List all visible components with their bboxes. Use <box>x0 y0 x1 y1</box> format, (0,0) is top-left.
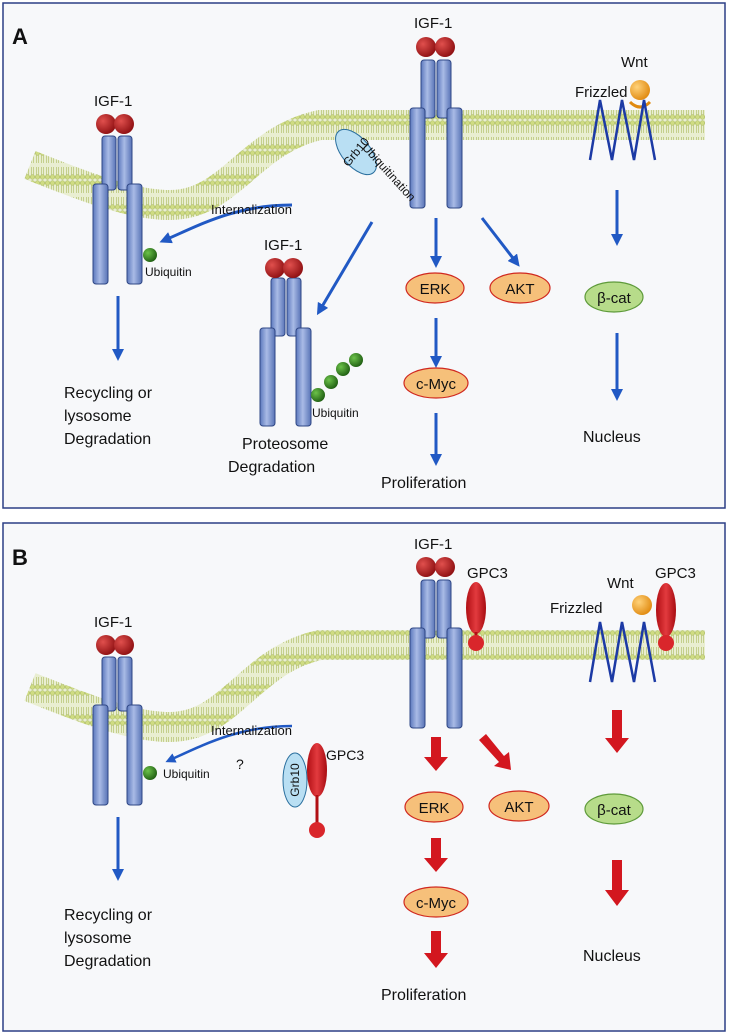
akt-label: AKT <box>505 281 534 298</box>
polyubiquitin-chain <box>311 353 363 402</box>
internalization-arrow <box>165 724 293 763</box>
igf1-receptor-left <box>92 114 143 285</box>
erk-label: ERK <box>420 281 451 298</box>
frizzled-receptor <box>588 99 657 161</box>
arrow-to-proliferation <box>424 931 448 968</box>
bcat-label: β-cat <box>597 290 631 307</box>
igf1-ligand <box>283 258 303 278</box>
wnt-label: Wnt <box>607 575 635 592</box>
ubiquitin-icon <box>143 766 157 780</box>
panel-b-letter: B <box>12 545 28 570</box>
arrow-to-proteosome <box>316 221 374 316</box>
akt-label: AKT <box>504 799 533 816</box>
erk-node <box>405 272 465 304</box>
cmyc-node <box>403 886 469 918</box>
internalization-label: Internalization <box>211 723 292 738</box>
red-arrows-center <box>424 734 511 968</box>
gpc3-label-center: GPC3 <box>467 565 508 582</box>
igf1-receptor-left <box>92 635 143 806</box>
cmyc-label: c-Myc <box>416 376 456 393</box>
arrow-to-bcat <box>605 710 629 753</box>
akt-node <box>488 790 550 822</box>
igf1-ligand <box>435 37 455 57</box>
panel-b-frame <box>2 522 726 1032</box>
akt-node <box>489 272 551 304</box>
igf1-label-left: IGF-1 <box>94 614 132 631</box>
igf1-ligand <box>435 557 455 577</box>
proteosome-line-2: Degradation <box>228 459 315 476</box>
igf1-ligand <box>416 557 436 577</box>
igf1-label-center: IGF-1 <box>414 536 452 553</box>
igf1-ligand <box>114 635 134 655</box>
proliferation-label: Proliferation <box>381 475 466 492</box>
proteosome-line-1: Proteosome <box>242 436 328 453</box>
ubiquitin-icon <box>349 353 363 367</box>
cell-membrane <box>24 110 705 221</box>
question-mark: ? <box>236 756 244 772</box>
gpc3-with-grb10 <box>307 743 327 838</box>
igf1-ligand <box>96 114 116 134</box>
grb10-label: Grb10 <box>288 763 302 797</box>
igf1-label-degraded: IGF-1 <box>264 237 302 254</box>
igf1-receptor-center <box>409 557 463 729</box>
wnt-ligand <box>630 80 650 100</box>
internalization-arrow <box>159 203 293 244</box>
cmyc-label: c-Myc <box>416 895 456 912</box>
ubiquitin-label-left: Ubiquitin <box>145 265 192 279</box>
gpc3-center <box>466 582 486 651</box>
wnt-label: Wnt <box>621 54 649 71</box>
igf1-label-center: IGF-1 <box>414 15 452 32</box>
recycling-line-2: lysosome <box>64 408 132 425</box>
panel-b: B IGF-1 Ubiquitin Internalization ? Recy… <box>2 522 726 1032</box>
recycling-line-3: Degradation <box>64 953 151 970</box>
frizzled-label: Frizzled <box>550 600 603 617</box>
ubiquitin-label-right: Ubiquitin <box>312 406 359 420</box>
gpc3-label-right: GPC3 <box>655 565 696 582</box>
recycling-line-1: Recycling or <box>64 385 153 402</box>
ubiquitin-icon <box>336 362 350 376</box>
arrow-to-cmyc <box>424 838 448 872</box>
arrow-to-akt <box>480 217 520 267</box>
nucleus-label: Nucleus <box>583 948 641 965</box>
internalization-label: Internalization <box>211 202 292 217</box>
cell-membrane <box>24 630 705 743</box>
erk-node <box>404 791 464 823</box>
ubiquitin-icon <box>311 388 325 402</box>
bcat-label: β-cat <box>597 802 631 819</box>
gpc3-right <box>656 583 676 651</box>
ubiquitin-icon <box>324 375 338 389</box>
ubiquitin-label: Ubiquitin <box>163 767 210 781</box>
proliferation-label: Proliferation <box>381 987 466 1004</box>
arrow-to-nucleus <box>605 860 629 906</box>
igf1-receptor-degraded <box>259 258 312 427</box>
panel-a: A IGF-1 Ubiquitin Internalization Recycl… <box>2 2 726 509</box>
igf1-ligand <box>265 258 285 278</box>
panel-a-frame <box>2 2 726 509</box>
frizzled-receptor <box>588 621 657 683</box>
wnt-ligand <box>632 595 652 615</box>
igf1-receptor-center <box>409 37 463 209</box>
bcat-node <box>584 793 644 825</box>
arrow-to-erk <box>424 737 448 771</box>
igf1-ligand <box>96 635 116 655</box>
ubiquitin-icon <box>143 248 157 262</box>
recycling-line-1: Recycling or <box>64 907 153 924</box>
frizzled-label: Frizzled <box>575 84 628 101</box>
grb10-node <box>282 752 308 808</box>
grb10-node <box>335 128 377 176</box>
cmyc-node <box>403 367 469 399</box>
igf1-label-left: IGF-1 <box>94 93 132 110</box>
igf1-ligand <box>416 37 436 57</box>
erk-label: ERK <box>419 800 450 817</box>
igf1-ligand <box>114 114 134 134</box>
recycling-line-2: lysosome <box>64 930 132 947</box>
bcat-node <box>584 281 644 313</box>
arrow-to-akt <box>479 734 511 770</box>
panel-a-letter: A <box>12 24 28 49</box>
nucleus-label: Nucleus <box>583 429 641 446</box>
recycling-line-3: Degradation <box>64 431 151 448</box>
gpc3-label-grb10: GPC3 <box>326 747 364 763</box>
